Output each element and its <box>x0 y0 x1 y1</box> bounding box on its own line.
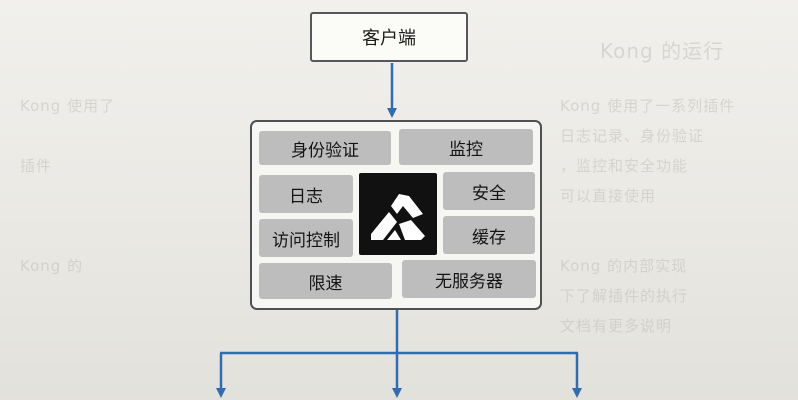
background-text: 插件 <box>20 157 53 175</box>
module-serverless: 无服务器 <box>402 260 536 298</box>
module-label: 限速 <box>308 273 343 294</box>
module-label: 日志 <box>289 186 323 207</box>
background-text: Kong 的运行 <box>600 39 725 63</box>
background-text: Kong 的内部实现 <box>560 257 688 275</box>
kong-logo-icon <box>359 173 437 255</box>
background-text: 下了解插件的执行 <box>560 287 689 305</box>
module-logging: 日志 <box>259 175 353 213</box>
kong-logo-glyph <box>371 194 425 240</box>
module-auth: 身份验证 <box>259 131 391 165</box>
client-label: 客户端 <box>362 28 416 49</box>
module-label: 监控 <box>449 139 483 160</box>
module-monitor: 监控 <box>399 129 533 165</box>
background-text: 可以直接使用 <box>560 187 657 205</box>
background-text: 文档有更多说明 <box>560 317 673 335</box>
client-node: 客户端 <box>310 12 468 62</box>
background-text: 日志记录、身份验证 <box>560 127 705 145</box>
module-label: 缓存 <box>472 227 506 248</box>
module-label: 访问控制 <box>272 230 340 251</box>
background-text: ，监控和安全功能 <box>560 157 689 175</box>
module-label: 身份验证 <box>291 140 359 161</box>
background-text: Kong 的 <box>20 257 84 275</box>
module-cache: 缓存 <box>443 216 535 254</box>
module-access-control: 访问控制 <box>259 219 353 257</box>
module-security: 安全 <box>443 172 535 210</box>
module-label: 无服务器 <box>435 271 503 292</box>
background-text: Kong 使用了 <box>20 97 116 115</box>
background-text: Kong 使用了一系列插件 <box>560 97 736 115</box>
module-label: 安全 <box>472 183 506 204</box>
module-rate-limit: 限速 <box>259 263 392 299</box>
